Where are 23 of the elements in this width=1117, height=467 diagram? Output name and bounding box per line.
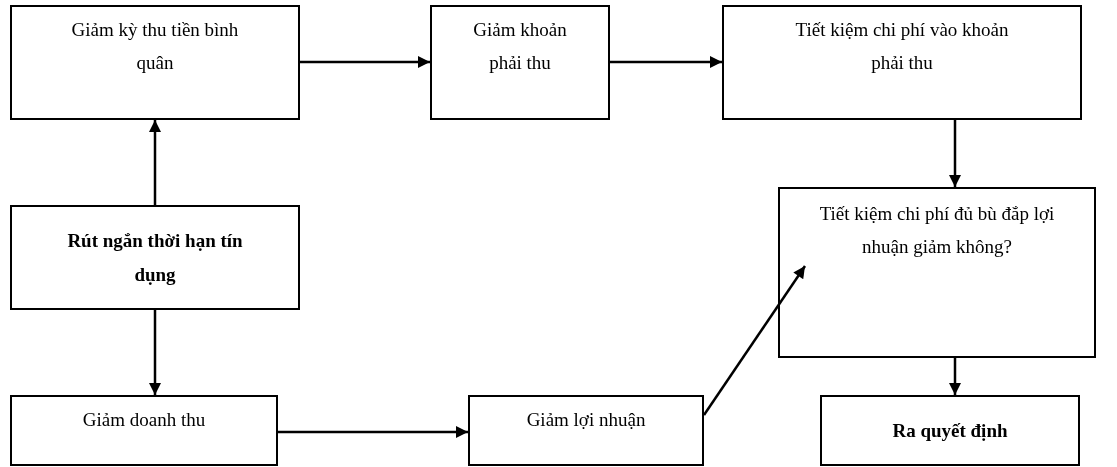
process-box (10, 205, 300, 310)
arrow (949, 358, 961, 395)
arrow (610, 56, 722, 68)
box-label: Tiết kiệm chi phí đủ bù đắp lợi nhuận giảm không? (818, 202, 1056, 260)
arrow (949, 120, 961, 187)
box-label: Giảm lợi nhuận (526, 408, 646, 432)
process-box (778, 187, 1096, 358)
arrow (149, 310, 161, 395)
process-box (430, 5, 610, 120)
arrow (278, 426, 468, 438)
box-label: Ra quyết định (892, 418, 1008, 443)
box-label: Giảm kỳ thu tiền bình quân (70, 18, 240, 76)
process-box (10, 5, 300, 120)
process-box (468, 395, 704, 466)
process-box (10, 395, 278, 466)
arrow (300, 56, 430, 68)
box-label: Rút ngắn thời hạn tín dụng (66, 229, 244, 287)
arrow (149, 120, 161, 205)
box-label: Giảm doanh thu (82, 408, 206, 432)
process-box (722, 5, 1082, 120)
process-box (820, 395, 1080, 466)
box-label: Giảm khoản phải thu (472, 18, 568, 76)
box-label: Tiết kiệm chi phí vào khoản phải thu (794, 18, 1010, 76)
